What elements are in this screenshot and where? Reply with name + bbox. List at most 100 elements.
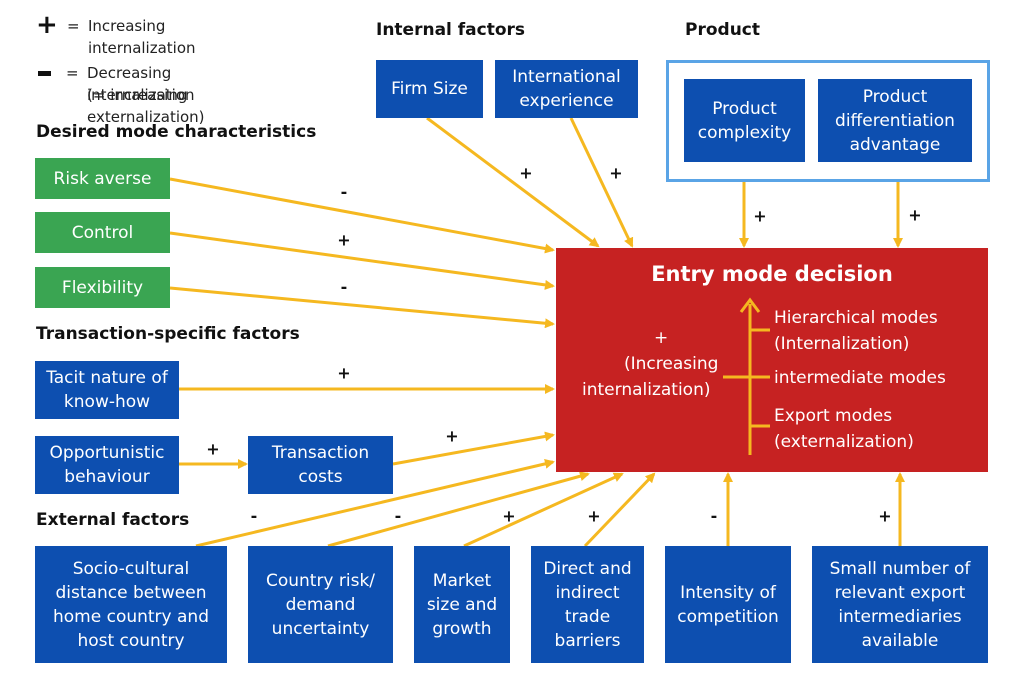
mode-hierarchical-2: (Internalization) (774, 334, 910, 354)
node-label-line: Transaction (271, 443, 370, 463)
heading-external-factors: External factors (36, 510, 190, 530)
sign-market: + (502, 506, 516, 526)
mode-export-2: (externalization) (774, 432, 914, 452)
sign-firm-size: + (519, 163, 533, 183)
heading-product: Product (685, 20, 760, 40)
node-market-size-growth: Market size and growth (414, 546, 510, 663)
sign-product-diff: + (908, 205, 922, 225)
minus-icon (38, 71, 51, 76)
sign-flexibility: - (340, 277, 348, 297)
node-label: Control (71, 222, 134, 243)
sign-intermediaries: + (878, 506, 892, 526)
arrow-intl-exp (569, 117, 634, 248)
node-label-line: Intensity of (680, 582, 776, 603)
sign-risk-averse: - (340, 182, 348, 202)
arrow-flexibility (169, 286, 555, 329)
legend-plus-equals: = (67, 17, 80, 35)
arrow-control (169, 231, 555, 290)
sign-product-complexity: + (753, 206, 767, 226)
node-label-line: growth (432, 618, 492, 639)
mode-intermediate: intermediate modes (774, 368, 946, 388)
arrow-risk-averse (169, 177, 555, 254)
node-label-line: demand (285, 594, 356, 615)
node-country-risk: Country risk/ demand uncertainty (248, 546, 393, 663)
node-label-line: Tacit nature of (46, 368, 168, 388)
decision-title: Entry mode decision (651, 262, 893, 286)
sign-opportunistic: + (206, 439, 220, 459)
arrow-socio (195, 458, 555, 548)
node-international-experience: International experience (495, 60, 638, 118)
node-label-line: home country and (53, 606, 209, 627)
node-label: Flexibility (61, 277, 144, 298)
node-label-line: available (861, 630, 939, 651)
node-label-line: complexity (697, 122, 792, 143)
node-label-line: costs (298, 467, 343, 487)
decision-increasing-2: internalization) (582, 380, 711, 400)
legend-minus-equals: = (66, 64, 79, 82)
node-label-line: host country (77, 630, 185, 651)
node-product-complexity: Product complexity (684, 79, 805, 162)
node-label-line: behaviour (64, 467, 150, 487)
node-intensity-of-competition: Intensity of competition (665, 546, 791, 663)
sign-tacit: + (337, 363, 351, 383)
node-tacit-know-how: Tacit nature of know-how (35, 361, 179, 419)
node-label-line: barriers (554, 630, 621, 651)
node-label-line: experience (519, 91, 614, 111)
node-transaction-costs: Transaction costs (248, 436, 393, 494)
node-label-line: know-how (63, 392, 151, 412)
node-label-line: Country risk/ (265, 570, 376, 591)
arrow-transaction-costs (392, 431, 555, 466)
node-control: Control (35, 212, 170, 253)
legend-plus-text-1: Increasing (88, 17, 166, 35)
sign-competition: - (710, 506, 718, 526)
node-opportunistic-behaviour: Opportunistic behaviour (35, 436, 179, 494)
node-label-line: distance between (55, 582, 207, 603)
mode-hierarchical-1: Hierarchical modes (774, 308, 938, 328)
node-label-line: differentiation (835, 110, 955, 131)
heading-desired-mode-characteristics: Desired mode characteristics (36, 122, 317, 142)
node-socio-cultural-distance: Socio-cultural distance between home cou… (35, 546, 227, 663)
sign-country-risk: - (394, 506, 402, 526)
node-label-line: Direct and (543, 558, 632, 579)
mode-export-1: Export modes (774, 406, 893, 426)
node-label-line: Opportunistic (49, 443, 165, 463)
arrow-market (463, 472, 624, 548)
legend-minus-text-1: Decreasing internalization (87, 64, 195, 104)
node-label-line: trade (564, 606, 611, 627)
product-group-frame (666, 60, 990, 182)
node-label-line: intermediaries (838, 606, 962, 627)
sign-barriers: + (587, 506, 601, 526)
node-label-line: Product (862, 86, 928, 107)
node-label-line: Socio-cultural (72, 558, 190, 579)
node-label-line: Product (712, 98, 777, 119)
node-label-line: Small number of (829, 558, 971, 579)
sign-socio: - (250, 506, 258, 526)
sign-intl-exp: + (609, 163, 623, 183)
decision-increasing-1: (Increasing (624, 354, 719, 374)
node-trade-barriers: Direct and indirect trade barriers (531, 546, 644, 663)
arrow-firm-size (426, 116, 600, 248)
node-flexibility: Flexibility (35, 267, 170, 308)
node-label-line: relevant export (834, 582, 966, 603)
legend-plus-text-2: internalization (88, 39, 196, 57)
decision-plus: + (654, 328, 669, 348)
node-export-intermediaries: Small number of relevant export intermed… (812, 546, 988, 663)
node-label-line: Market (432, 570, 492, 591)
plus-icon: + (36, 10, 58, 40)
heading-internal-factors: Internal factors (376, 20, 526, 40)
legend-minus-text-2: (= increasing externalization) (87, 86, 205, 126)
node-label: Risk averse (53, 168, 152, 189)
node-risk-averse: Risk averse (35, 158, 170, 199)
heading-transaction-specific-factors: Transaction-specific factors (36, 324, 300, 344)
node-label-line: International (512, 67, 621, 87)
mode-scale-arrow (723, 297, 770, 455)
arrow-country-risk (327, 471, 590, 548)
node-firm-size: Firm Size (376, 60, 483, 118)
node-label-line: advantage (849, 134, 941, 155)
node-label-line: uncertainty (271, 618, 370, 639)
arrow-barriers (583, 472, 656, 548)
node-label-line: indirect (555, 582, 620, 603)
sign-control: + (337, 230, 351, 250)
node-label-line: size and (426, 594, 498, 615)
